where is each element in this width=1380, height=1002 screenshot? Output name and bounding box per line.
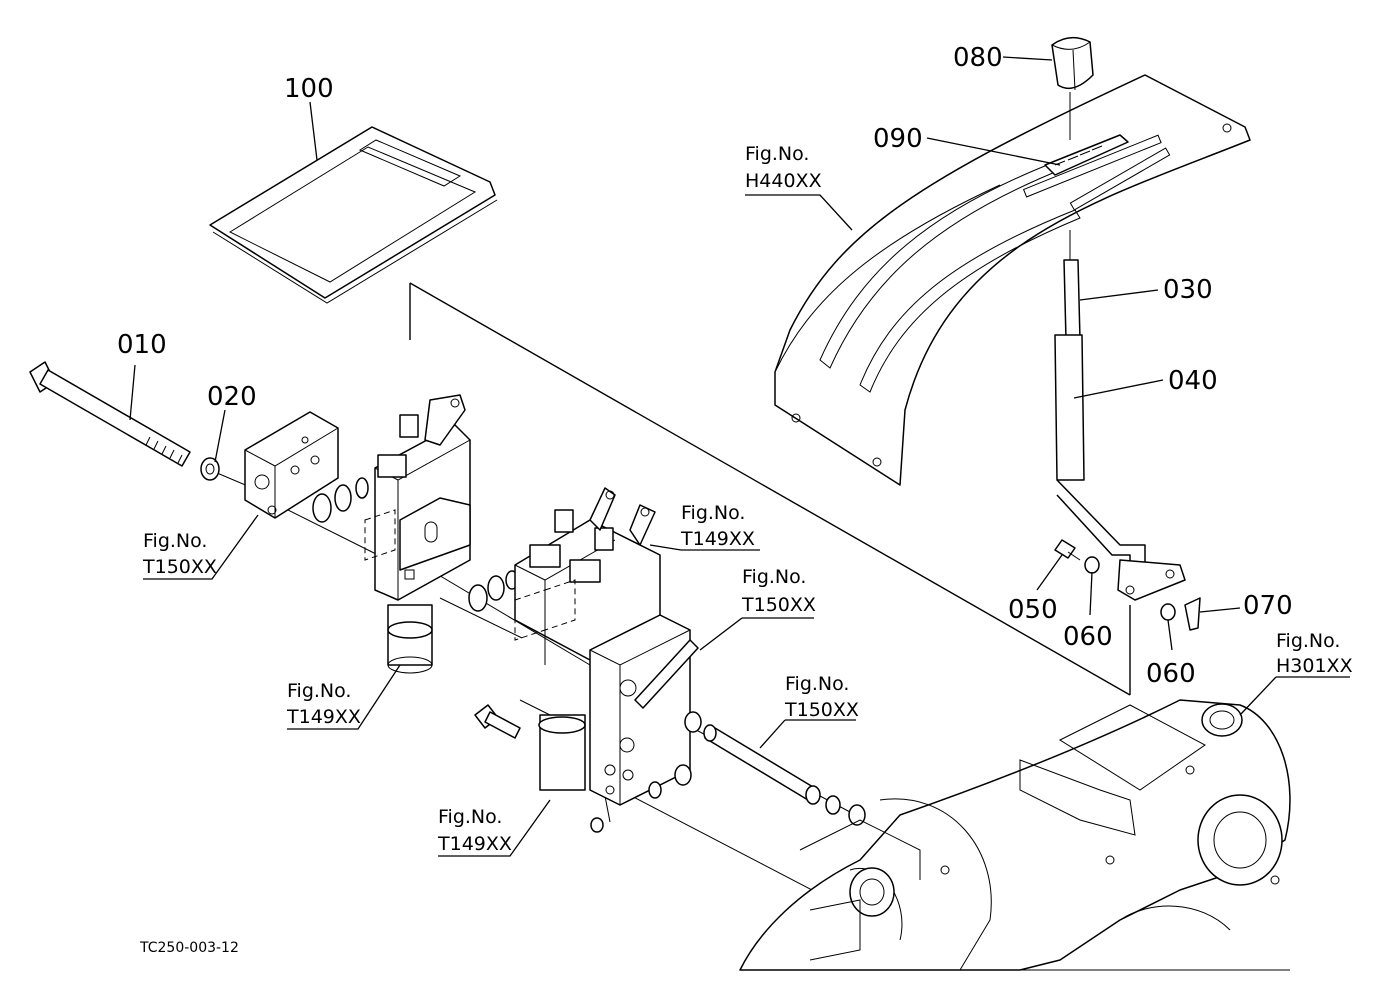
fig-ref-t150-right[interactable]: Fig.No. T150XX xyxy=(784,673,859,721)
fig-ref-h440[interactable]: Fig.No. H440XX xyxy=(745,143,822,192)
diagram-code: TC250-003-12 xyxy=(139,940,239,956)
label-060-b[interactable]: 060 xyxy=(1146,659,1196,689)
fig-ref-h301-line1: Fig.No. xyxy=(1276,630,1340,652)
part-050-pin[interactable] xyxy=(1054,539,1081,561)
fitting-bolt xyxy=(474,704,521,739)
part-060-washer-b[interactable] xyxy=(1160,603,1176,621)
o-rings-left xyxy=(312,477,369,523)
part-030-040-lever[interactable] xyxy=(1054,230,1186,601)
fittings-end xyxy=(590,711,702,833)
fig-ref-t150-mid-line2: T150XX xyxy=(741,594,816,616)
label-010[interactable]: 010 xyxy=(117,330,167,360)
fig-ref-t150-right-line2: T150XX xyxy=(784,699,859,721)
fig-ref-t150-left[interactable]: Fig.No. T150XX xyxy=(142,530,217,578)
fig-ref-t149-top[interactable]: Fig.No. T149XX xyxy=(680,502,755,550)
part-020-washer[interactable] xyxy=(200,457,220,481)
fig-ref-t149-bottom-line1: Fig.No. xyxy=(438,806,502,828)
label-020[interactable]: 020 xyxy=(207,382,257,412)
part-080-knob[interactable] xyxy=(1051,36,1094,91)
figure-reference-labels: Fig.No. H440XX Fig.No. T150XX Fig.No. T1… xyxy=(142,143,1353,855)
part-010-bolt[interactable] xyxy=(29,361,191,467)
fig-ref-h301-line2: H301XX xyxy=(1276,655,1353,677)
label-050[interactable]: 050 xyxy=(1008,595,1058,625)
label-080[interactable]: 080 xyxy=(953,43,1003,73)
part-number-labels: 100 010 020 080 090 030 040 050 060 060 … xyxy=(117,43,1293,689)
label-030[interactable]: 030 xyxy=(1163,275,1213,305)
fig-ref-t149-bottom-line2: T149XX xyxy=(437,833,512,855)
fig-ref-t150-mid[interactable]: Fig.No. T150XX xyxy=(741,566,816,616)
fig-ref-t150-left-line2: T150XX xyxy=(142,556,217,578)
spacer-block-left[interactable] xyxy=(244,411,339,519)
lever-guide-plate[interactable] xyxy=(774,74,1251,486)
fig-ref-t150-mid-line1: Fig.No. xyxy=(742,566,806,588)
fig-ref-t150-left-line1: Fig.No. xyxy=(143,530,207,552)
control-valve-upper[interactable] xyxy=(364,394,471,674)
pipe-t150[interactable] xyxy=(703,724,866,826)
fig-ref-t149-top-line2: T149XX xyxy=(680,528,755,550)
part-100-manual[interactable] xyxy=(209,126,498,304)
fig-ref-h440-line2: H440XX xyxy=(745,170,822,192)
part-070-pin[interactable] xyxy=(1184,597,1201,631)
fig-ref-t149-left-line1: Fig.No. xyxy=(287,680,351,702)
fig-ref-t149-bottom[interactable]: Fig.No. T149XX xyxy=(437,806,512,855)
fig-ref-t149-top-line1: Fig.No. xyxy=(681,502,745,524)
fig-ref-t149-left-line2: T149XX xyxy=(286,706,361,728)
fig-ref-h440-line1: Fig.No. xyxy=(745,143,809,165)
part-060-washer-a[interactable] xyxy=(1084,556,1100,574)
control-valve-double[interactable] xyxy=(514,487,661,791)
transmission-housing xyxy=(739,699,1291,971)
fig-ref-h301[interactable]: Fig.No. H301XX xyxy=(1276,630,1353,677)
leader-lines xyxy=(129,56,1350,857)
o-rings-middle xyxy=(468,570,519,612)
label-100[interactable]: 100 xyxy=(284,74,334,104)
link-rod xyxy=(634,639,699,709)
fig-ref-t149-left[interactable]: Fig.No. T149XX xyxy=(286,680,361,728)
fig-ref-t150-right-line1: Fig.No. xyxy=(785,673,849,695)
label-040[interactable]: 040 xyxy=(1168,366,1218,396)
end-cover-block[interactable] xyxy=(589,614,691,806)
label-060-a[interactable]: 060 xyxy=(1063,622,1113,652)
label-070[interactable]: 070 xyxy=(1243,591,1293,621)
label-090[interactable]: 090 xyxy=(873,124,923,154)
